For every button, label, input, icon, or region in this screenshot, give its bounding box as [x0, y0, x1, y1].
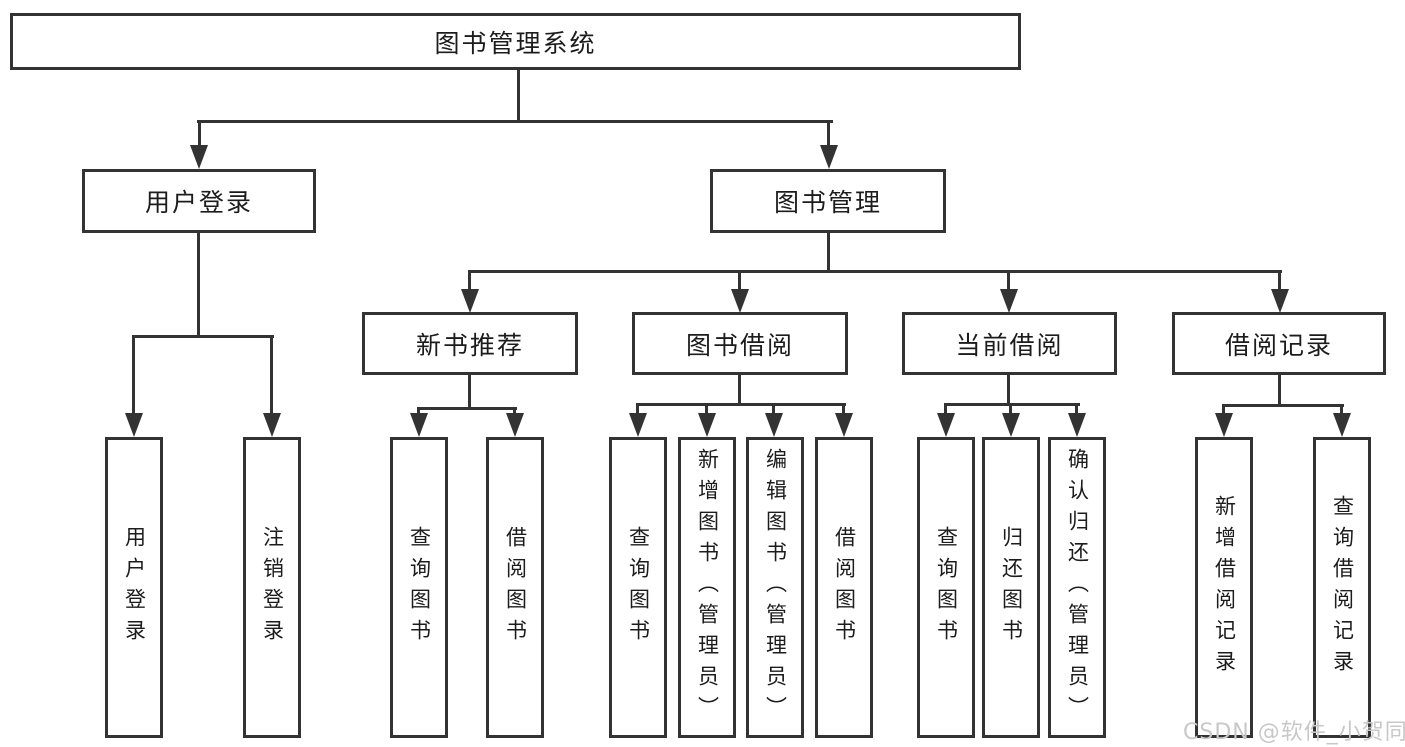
connector-line [705, 403, 708, 417]
leaf-return-books: 归还图书 [982, 437, 1040, 738]
arrow-down-icon [506, 413, 524, 437]
connector-line [636, 403, 846, 406]
arrow-down-icon [629, 413, 647, 437]
arrow-down-icon [1068, 413, 1086, 437]
node-book-borrowing: 图书借阅 [632, 312, 848, 375]
node-borrowing-records: 借阅记录 [1172, 312, 1386, 375]
arrow-down-icon [698, 413, 716, 437]
arrow-down-icon [1333, 413, 1351, 437]
connector-line [738, 270, 741, 295]
arrow-down-icon [125, 413, 143, 437]
arrow-down-icon [937, 413, 955, 437]
leaf-label: 查询图书 [626, 525, 651, 650]
connector-line [1340, 404, 1343, 416]
arrow-down-icon [1271, 289, 1289, 313]
arrow-down-icon [190, 145, 208, 169]
connector-line [132, 335, 135, 417]
connector-line [842, 403, 845, 417]
leaf-query-books-recommend: 查询图书 [390, 437, 448, 738]
node-library-management-system: 图书管理系统 [10, 13, 1021, 70]
leaf-borrow-books: 借阅图书 [815, 437, 873, 738]
leaf-label: 归还图书 [999, 525, 1024, 650]
node-label: 用户登录 [144, 188, 253, 217]
leaf-label: 确认归还（管理员） [1065, 448, 1090, 727]
connector-line [827, 231, 830, 273]
leaf-label: 注销登录 [260, 525, 285, 650]
leaf-add-books-admin: 新增图书（管理员） [678, 437, 736, 738]
arrow-down-icon [410, 413, 428, 437]
leaf-query-books-borrowing: 查询图书 [609, 437, 667, 738]
leaf-label: 新增图书（管理员） [695, 448, 720, 727]
node-user-login: 用户登录 [82, 169, 316, 233]
leaf-label: 借阅图书 [832, 525, 857, 650]
leaf-user-login: 用户登录 [105, 437, 163, 738]
leaf-confirm-return-admin: 确认归还（管理员） [1048, 437, 1106, 738]
leaf-label: 借阅图书 [503, 525, 528, 650]
node-label: 图书管理 [773, 188, 882, 217]
leaf-borrow-books-recommend: 借阅图书 [486, 437, 544, 738]
arrow-down-icon [1000, 289, 1018, 313]
connector-line [738, 374, 741, 406]
leaf-label: 查询图书 [934, 525, 959, 650]
connector-line [636, 403, 639, 417]
leaf-logout: 注销登录 [243, 437, 301, 738]
arrow-down-icon [835, 413, 853, 437]
arrow-down-icon [1002, 413, 1020, 437]
arrow-down-icon [263, 413, 281, 437]
connector-line [1222, 404, 1225, 416]
arrow-down-icon [765, 413, 783, 437]
node-current-borrowing: 当前借阅 [902, 312, 1117, 375]
leaf-label: 新增借阅记录 [1212, 494, 1237, 681]
connector-line [197, 120, 833, 123]
connector-line [197, 231, 200, 338]
leaf-query-books-current: 查询图书 [917, 437, 975, 738]
leaf-add-borrow-record: 新增借阅记录 [1195, 437, 1253, 738]
leaf-query-borrow-record: 查询借阅记录 [1313, 437, 1371, 738]
node-new-book-recommendation: 新书推荐 [362, 312, 578, 375]
connector-line [1278, 374, 1281, 407]
node-book-management: 图书管理 [710, 169, 946, 233]
connector-line [270, 335, 273, 417]
node-label: 当前借阅 [955, 330, 1064, 360]
arrow-down-icon [731, 289, 749, 313]
connector-line [944, 403, 1080, 406]
connector-line [417, 407, 517, 410]
node-label: 图书管理系统 [434, 28, 597, 58]
leaf-label: 编辑图书（管理员） [763, 448, 788, 727]
connector-line [1222, 404, 1344, 407]
connector-line [198, 120, 201, 150]
connector-line [1009, 403, 1012, 417]
connector-line [944, 403, 947, 417]
connector-line [1278, 270, 1281, 295]
connector-line [468, 270, 471, 295]
connector-line [132, 335, 274, 338]
connector-line [1007, 270, 1010, 295]
leaf-label: 用户登录 [122, 525, 147, 650]
connector-line [468, 374, 471, 410]
node-label: 图书借阅 [685, 330, 794, 360]
node-label: 新书推荐 [415, 330, 524, 360]
arrow-down-icon [461, 289, 479, 313]
connector-line [517, 68, 520, 123]
node-label: 借阅记录 [1224, 330, 1333, 360]
connector-line [1075, 403, 1078, 417]
connector-line [468, 270, 1282, 273]
connector-line [772, 403, 775, 417]
leaf-edit-books-admin: 编辑图书（管理员） [746, 437, 804, 738]
connector-line [827, 120, 830, 150]
arrow-down-icon [1215, 413, 1233, 437]
arrow-down-icon [820, 145, 838, 169]
leaf-label: 查询借阅记录 [1330, 494, 1355, 681]
csdn-watermark: CSDN @软件_小贺同学 [1183, 720, 1405, 745]
connector-line [1007, 374, 1010, 406]
leaf-label: 查询图书 [407, 525, 432, 650]
